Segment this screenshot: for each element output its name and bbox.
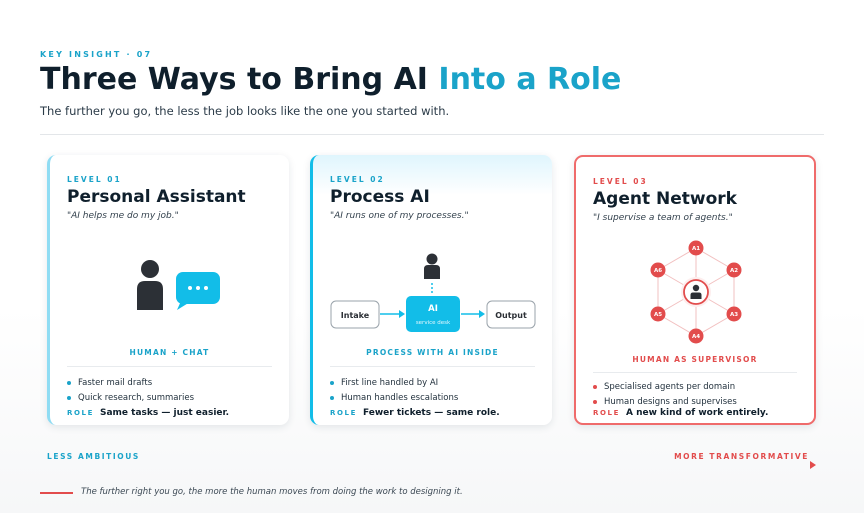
arrowhead-icon xyxy=(479,310,485,318)
bullet-dot xyxy=(593,384,597,389)
svg-text:A1: A1 xyxy=(692,246,700,252)
footnote-line xyxy=(40,492,73,494)
person-icon xyxy=(424,253,440,279)
svg-text:service desk: service desk xyxy=(416,320,451,326)
output-node: Output xyxy=(486,300,536,329)
list-item: Specialised agents per domain xyxy=(593,379,737,394)
role-key: ROLE xyxy=(67,409,94,417)
card-title: Agent Network xyxy=(593,189,737,209)
card-role: ROLE Same tasks — just easier. xyxy=(67,408,229,418)
svg-text:A2: A2 xyxy=(730,268,738,274)
card-level: LEVEL 01 xyxy=(67,175,122,184)
title-main: Three Ways to Bring AI xyxy=(40,62,439,97)
svg-text:A5: A5 xyxy=(654,312,662,318)
illustration-label: PROCESS WITH AI INSIDE xyxy=(366,348,499,357)
bullet-dot xyxy=(593,399,597,404)
list-item: Human designs and supervises xyxy=(593,394,737,409)
card-bullets: First line handled by AI Human handles e… xyxy=(330,375,458,405)
role-text: Fewer tickets — same role. xyxy=(362,408,500,418)
list-item: Human handles escalations xyxy=(330,390,458,405)
ai-node: AI service desk xyxy=(406,296,460,332)
card-role: ROLE A new kind of work entirely. xyxy=(593,408,768,418)
role-text: Same tasks — just easier. xyxy=(99,408,230,418)
process-flow-illustration: Intake AI service desk Output xyxy=(330,253,536,332)
role-key: ROLE xyxy=(593,409,620,417)
scale-right-label: MORE TRANSFORMATIVE xyxy=(674,452,809,461)
agent-node-a2: A2 xyxy=(726,262,742,278)
bullet-dot xyxy=(330,380,334,385)
agent-node-a5: A5 xyxy=(650,306,666,322)
card-quote: "AI runs one of my processes." xyxy=(330,211,469,221)
card-quote: "I supervise a team of agents." xyxy=(593,213,733,223)
card-role: ROLE Fewer tickets — same role. xyxy=(330,408,500,418)
card-title: Personal Assistant xyxy=(67,187,246,207)
scale-left-label: LESS AMBITIOUS xyxy=(47,452,140,461)
agent-node-a1: A1 xyxy=(688,240,704,256)
svg-text:AI: AI xyxy=(428,304,438,314)
card-divider xyxy=(593,372,797,373)
agent-network-illustration: A1 A2 A3 A4 A5 A6 xyxy=(650,240,742,344)
illustration-label: HUMAN AS SUPERVISOR xyxy=(632,355,758,364)
svg-text:Intake: Intake xyxy=(341,311,370,320)
bullet-dot xyxy=(67,395,71,400)
illustration-label: HUMAN + CHAT xyxy=(129,348,210,357)
list-item: Quick research, summaries xyxy=(67,390,194,405)
arrow-right-icon xyxy=(810,461,816,469)
person-icon xyxy=(137,260,163,310)
bullet-dot xyxy=(330,395,334,400)
card-bullets: Faster mail drafts Quick research, summa… xyxy=(67,375,194,405)
supervisor-icon xyxy=(681,277,711,307)
card-divider xyxy=(330,366,535,367)
page-subtitle: The further you go, the less the job loo… xyxy=(40,104,450,118)
card-level: LEVEL 02 xyxy=(330,175,385,184)
page-title: Three Ways to Bring AI Into a Role xyxy=(40,62,621,97)
human-chat-illustration xyxy=(137,260,220,310)
list-item: First line handled by AI xyxy=(330,375,458,390)
role-key: ROLE xyxy=(330,409,357,417)
agent-node-a3: A3 xyxy=(726,306,742,322)
card-process-ai: LEVEL 02 Process AI "AI runs one of my p… xyxy=(310,155,552,425)
card-personal-assistant: LEVEL 01 Personal Assistant "AI helps me… xyxy=(47,155,289,425)
footnote: The further right you go, the more the h… xyxy=(81,487,463,497)
svg-text:A4: A4 xyxy=(692,334,700,340)
bullet-dot xyxy=(67,380,71,385)
card-quote: "AI helps me do my job." xyxy=(67,211,179,221)
agent-node-a6: A6 xyxy=(650,262,666,278)
card-agent-network: LEVEL 03 Agent Network "I supervise a te… xyxy=(574,155,816,425)
card-bullets: Specialised agents per domain Human desi… xyxy=(593,379,737,409)
list-item: Faster mail drafts xyxy=(67,375,194,390)
chat-bubble-icon xyxy=(176,272,220,310)
svg-text:Output: Output xyxy=(495,311,527,320)
role-text: A new kind of work entirely. xyxy=(625,408,769,418)
svg-text:A6: A6 xyxy=(654,268,662,274)
eyebrow: KEY INSIGHT · 07 xyxy=(40,50,153,59)
agent-node-a4: A4 xyxy=(688,328,704,344)
svg-text:A3: A3 xyxy=(730,312,738,318)
card-title: Process AI xyxy=(330,187,430,207)
header-divider xyxy=(40,134,824,135)
card-level: LEVEL 03 xyxy=(593,177,648,186)
title-accent: Into a Role xyxy=(438,62,622,97)
arrowhead-icon xyxy=(399,310,405,318)
intake-node: Intake xyxy=(330,300,380,329)
card-divider xyxy=(67,366,272,367)
